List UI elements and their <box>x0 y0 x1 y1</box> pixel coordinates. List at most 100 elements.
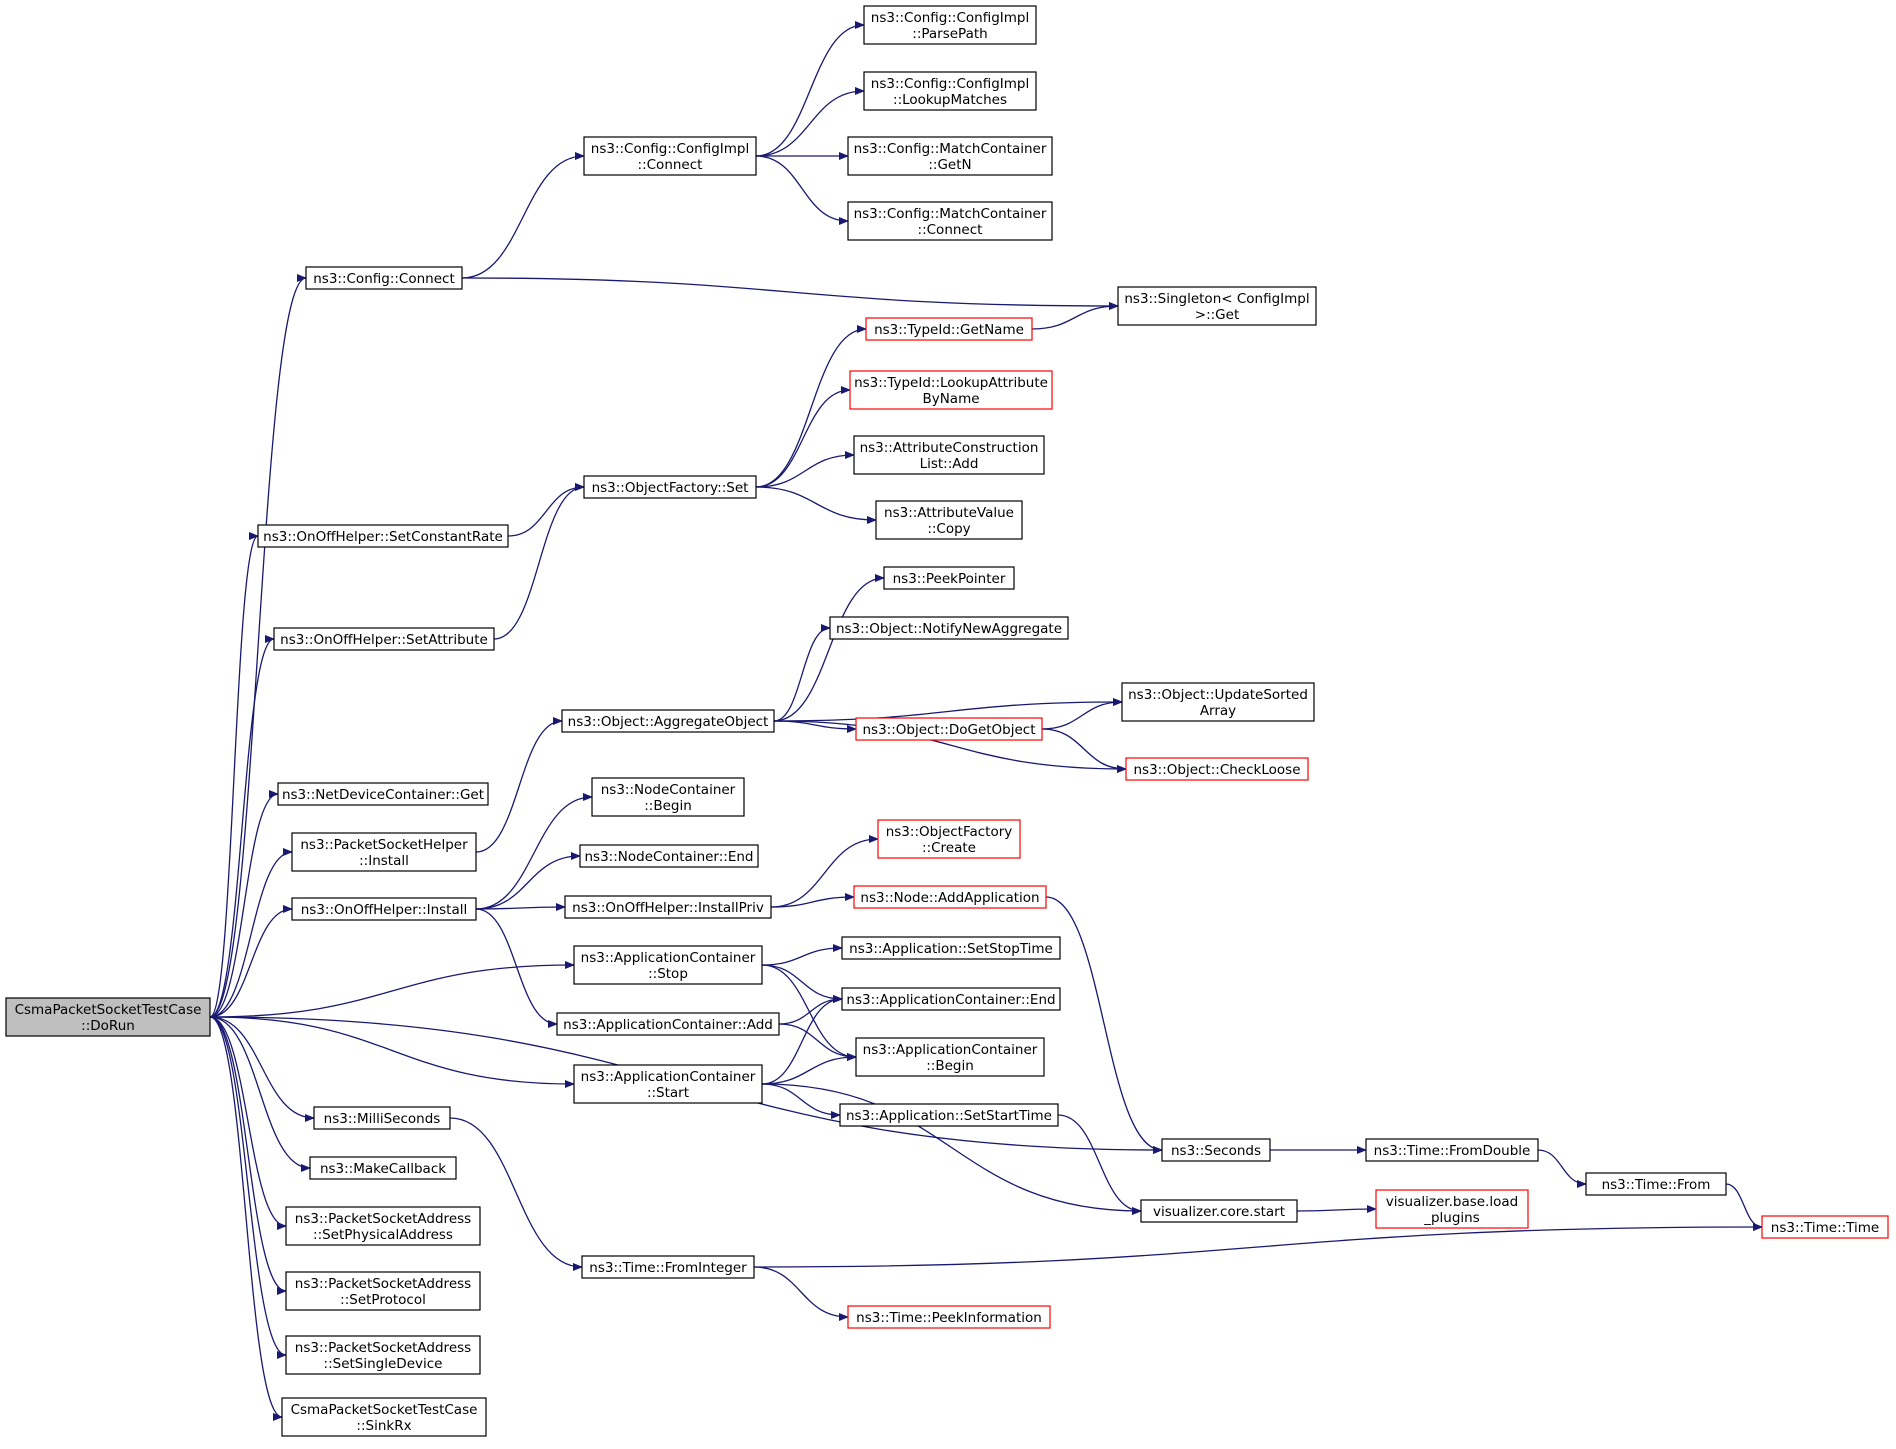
node-time-peek-info[interactable]: ns3::Time::PeekInformation <box>847 1305 1051 1329</box>
node-label: ns3::AttributeValue <box>884 505 1014 521</box>
node-label: ns3::Application::SetStartTime <box>846 1108 1052 1124</box>
node-box <box>863 5 1037 45</box>
node-label: ns3::PeekPointer <box>893 571 1006 587</box>
edge-do-get-object-to-check-loose <box>1041 728 1127 773</box>
node-box <box>281 1397 487 1437</box>
node-sink-rx[interactable]: CsmaPacketSocketTestCase::SinkRx <box>281 1397 487 1437</box>
node-box <box>285 1206 481 1246</box>
node-box <box>839 1103 1059 1127</box>
node-box <box>855 1037 1045 1077</box>
node-box <box>1365 1138 1539 1162</box>
node-time-from[interactable]: ns3::Time::From <box>1585 1172 1727 1196</box>
node-time-from-double[interactable]: ns3::Time::FromDouble <box>1365 1138 1539 1162</box>
node-app-cont-stop[interactable]: ns3::ApplicationContainer::Stop <box>573 945 763 985</box>
node-label: Array <box>1200 703 1236 719</box>
node-make-callback[interactable]: ns3::MakeCallback <box>309 1156 457 1180</box>
node-root[interactable]: CsmaPacketSocketTestCase::DoRun <box>5 997 211 1037</box>
edge-app-cont-start-to-app-cont-begin <box>761 1053 857 1085</box>
node-cfg-impl-connect[interactable]: ns3::Config::ConfigImpl::Connect <box>583 136 757 176</box>
node-app-cont-begin[interactable]: ns3::ApplicationContainer::Begin <box>855 1037 1045 1077</box>
node-set-phys-addr[interactable]: ns3::PacketSocketAddress::SetPhysicalAdd… <box>285 1206 481 1246</box>
call-edges <box>209 21 1763 1421</box>
node-label: ns3::OnOffHelper::InstallPriv <box>572 900 764 916</box>
edge-root-to-net-dev-get <box>209 790 279 1018</box>
node-match-get-n[interactable]: ns3::Config::MatchContainer::GetN <box>847 136 1053 176</box>
node-app-cont-start[interactable]: ns3::ApplicationContainer::Start <box>573 1064 763 1104</box>
node-label: visualizer.base.load <box>1386 1194 1518 1210</box>
node-parse-path[interactable]: ns3::Config::ConfigImpl::ParsePath <box>863 5 1037 45</box>
node-label: ns3::Config::MatchContainer <box>854 141 1047 157</box>
node-time-from-integer[interactable]: ns3::Time::FromInteger <box>581 1255 755 1279</box>
node-viz-load-plugins[interactable]: visualizer.base.load_plugins <box>1375 1189 1529 1229</box>
node-box <box>573 945 763 985</box>
node-box <box>877 819 1021 859</box>
node-viz-core-start[interactable]: visualizer.core.start <box>1140 1199 1298 1223</box>
node-label: ::Begin <box>926 1058 974 1074</box>
node-lookup-matches[interactable]: ns3::Config::ConfigImpl::LookupMatches <box>863 71 1037 111</box>
node-label: ::SetSingleDevice <box>324 1356 443 1372</box>
node-match-connect[interactable]: ns3::Config::MatchContainer::Connect <box>847 201 1053 241</box>
edge-set-constant-rate-to-obj-factory-set <box>507 483 585 537</box>
node-label: ::LookupMatches <box>893 92 1007 108</box>
node-box <box>561 709 775 733</box>
node-label: ns3::AttributeConstruction <box>860 440 1039 456</box>
node-set-attribute[interactable]: ns3::OnOffHelper::SetAttribute <box>273 627 495 651</box>
node-obj-fact-create[interactable]: ns3::ObjectFactory::Create <box>877 819 1021 859</box>
node-seconds[interactable]: ns3::Seconds <box>1161 1138 1271 1162</box>
node-pkt-sock-install[interactable]: ns3::PacketSocketHelper::Install <box>291 832 477 872</box>
node-app-set-stop-time[interactable]: ns3::Application::SetStopTime <box>841 936 1061 960</box>
node-set-constant-rate[interactable]: ns3::OnOffHelper::SetConstantRate <box>257 524 509 548</box>
node-aggregate-object[interactable]: ns3::Object::AggregateObject <box>561 709 775 733</box>
node-install-priv[interactable]: ns3::OnOffHelper::InstallPriv <box>564 895 772 919</box>
node-label: ns3::TypeId::GetName <box>874 322 1024 338</box>
node-set-protocol[interactable]: ns3::PacketSocketAddress::SetProtocol <box>285 1271 481 1311</box>
node-net-dev-get[interactable]: ns3::NetDeviceContainer::Get <box>277 782 489 806</box>
node-singleton-get[interactable]: ns3::Singleton< ConfigImpl >::Get <box>1117 286 1317 326</box>
node-label: ::Connect <box>918 222 983 238</box>
edge-time-from-integer-to-time-time <box>753 1223 1763 1268</box>
node-onoff-install[interactable]: ns3::OnOffHelper::Install <box>291 897 477 921</box>
node-cfg-connect[interactable]: ns3::Config::Connect <box>305 266 463 290</box>
node-do-get-object[interactable]: ns3::Object::DoGetObject <box>855 717 1043 741</box>
node-app-set-start-time[interactable]: ns3::Application::SetStartTime <box>839 1103 1059 1127</box>
node-notify-new-agg[interactable]: ns3::Object::NotifyNewAggregate <box>829 616 1069 640</box>
node-label: ns3::Config::ConfigImpl <box>591 141 749 157</box>
node-label: ::SetPhysicalAddress <box>313 1227 453 1243</box>
node-check-loose[interactable]: ns3::Object::CheckLoose <box>1125 757 1309 781</box>
node-peek-pointer[interactable]: ns3::PeekPointer <box>883 566 1015 590</box>
node-box <box>313 1106 451 1130</box>
node-label: ::SetProtocol <box>340 1292 426 1308</box>
edge-root-to-pkt-sock-install <box>209 848 293 1018</box>
node-node-cont-end[interactable]: ns3::NodeContainer::End <box>579 844 759 868</box>
edge-root-to-set-attribute <box>209 635 275 1018</box>
edge-cfg-impl-connect-to-match-connect <box>755 155 849 225</box>
node-label: ns3::PacketSocketAddress <box>295 1211 471 1227</box>
node-label: ByName <box>922 391 979 407</box>
node-node-cont-begin[interactable]: ns3::NodeContainer::Begin <box>591 777 745 817</box>
node-box <box>305 266 463 290</box>
node-attr-val-copy[interactable]: ns3::AttributeValue::Copy <box>875 500 1023 540</box>
node-node-add-app[interactable]: ns3::Node::AddApplication <box>853 885 1047 909</box>
node-label: ns3::Config::ConfigImpl <box>871 10 1029 26</box>
node-time-time[interactable]: ns3::Time::Time <box>1761 1215 1889 1239</box>
node-app-cont-end[interactable]: ns3::ApplicationContainer::End <box>841 987 1061 1011</box>
node-box <box>841 987 1061 1011</box>
edge-install-priv-to-obj-fact-create <box>770 835 879 908</box>
node-box <box>863 71 1037 111</box>
node-type-id-get-name[interactable]: ns3::TypeId::GetName <box>865 317 1033 341</box>
node-box <box>847 201 1053 241</box>
edge-cfg-impl-connect-to-lookup-matches <box>755 87 865 157</box>
node-label: ns3::Config::MatchContainer <box>854 206 1047 222</box>
node-label: ::Create <box>922 840 976 856</box>
node-obj-factory-set[interactable]: ns3::ObjectFactory::Set <box>583 475 757 499</box>
node-box <box>579 844 759 868</box>
node-app-cont-add[interactable]: ns3::ApplicationContainer::Add <box>556 1012 780 1036</box>
node-milli-seconds[interactable]: ns3::MilliSeconds <box>313 1106 451 1130</box>
node-set-single-dev[interactable]: ns3::PacketSocketAddress::SetSingleDevic… <box>285 1335 481 1375</box>
node-box <box>853 435 1045 475</box>
node-label: ns3::ApplicationContainer <box>581 950 756 966</box>
node-box <box>849 370 1053 410</box>
